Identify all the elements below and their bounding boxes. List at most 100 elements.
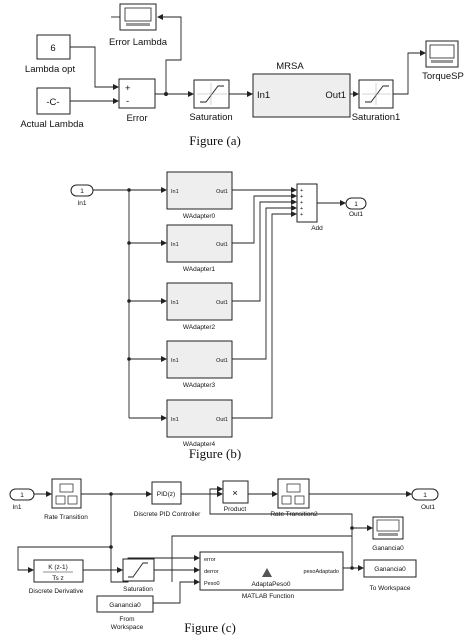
scope-ganancia[interactable] [372,516,404,540]
adapter-out-port: Out1 [216,189,228,195]
wire-error-to-derivative [17,494,112,573]
wadapter-label: WAdapter0 [183,213,216,220]
wire-adapter4-to-add [232,211,297,419]
pid-block-text: PID(z) [157,491,175,498]
wadapter-label: WAdapter3 [183,382,216,389]
saturation-block-a[interactable] [193,79,230,109]
sum-error-label: Error [126,113,147,124]
saturation-block-c[interactable] [122,558,155,582]
wire-adapter1-to-add [232,193,297,244]
fn-input-derror: derror [204,569,219,575]
derivative-denominator: Ts z [52,575,64,582]
product-label: Product [224,506,247,513]
svg-text:+: + [300,206,303,212]
fn-name: AdaptaPeso0 [251,581,290,588]
figure-a: Error Lambda 6 Lambda opt -C- Actual Lam… [20,3,464,148]
outport-b-label: Out1 [349,211,363,218]
wadapter-block[interactable]: In1 Out1 [166,171,233,210]
pid-label: Discrete PID Controller [134,511,201,518]
adapter-in-port: In1 [171,417,179,423]
rate-transition2-label: Rate Transition2 [270,511,318,518]
add-block[interactable]: + + + + + [296,183,318,223]
saturation1-block[interactable] [358,79,394,109]
figure-a-caption: Figure (a) [189,133,241,148]
wadapter-block[interactable]: In1 Out1 [166,399,233,438]
adapter-in-port: In1 [171,242,179,248]
from-workspace-label-1: From [119,616,134,623]
constant-lambda-opt-value: 6 [50,43,55,54]
outport-c-label: Out1 [421,504,435,511]
figure-c: 1 In1 Rate Transition PID(z) Discrete PI… [9,478,439,635]
sum-error[interactable]: + - [118,78,156,109]
derivative-numerator: K (z-1) [48,564,68,571]
wire-lambda-opt-to-sum [70,46,119,90]
inport-b-number: 1 [80,188,84,195]
svg-text:+: + [300,188,303,194]
to-workspace-label: To Workspace [369,585,410,592]
from-workspace-label-2: Workspace [111,624,144,631]
figure-b: 1 In1 + + + + + Add [70,171,367,461]
wadapter-block[interactable]: In1 Out1 [166,282,233,321]
wadapter-label: WAdapter2 [183,324,216,331]
fn-output-peso-adaptado: pesoAdaptado [304,569,339,575]
adapter-in-port: In1 [171,300,179,306]
matlab-function-block[interactable]: error derror Peso0 pesoAdaptado AdaptaPe… [199,551,344,591]
wire-adapter3-to-add [232,205,297,360]
constant-lambda-opt-label: Lambda opt [25,64,76,75]
saturation-a-label: Saturation [189,112,232,123]
scope-torque-sp[interactable] [425,40,459,68]
from-workspace-block[interactable]: Ganancia0 [96,595,154,613]
outport-c-number: 1 [423,492,427,499]
rate-transition-block[interactable] [51,478,82,509]
discrete-derivative-block[interactable]: K (z-1) Ts z [33,559,84,583]
mrsa-in-port: In1 [257,90,270,101]
product-block[interactable]: × [222,480,249,504]
wadapter-block[interactable]: In1 Out1 [166,224,233,263]
inport-in1-c[interactable]: 1 [9,488,35,501]
outport-out1-b[interactable]: 1 [345,197,367,210]
saturation1-label: Saturation1 [352,112,401,123]
inport-c-number: 1 [20,492,24,499]
scope-error-lambda-label: Error Lambda [109,37,168,48]
constant-actual-lambda[interactable]: -C- [36,87,71,115]
to-workspace-value: Ganancia0 [374,566,406,573]
scope-ganancia-label: Ganancia0 [372,545,404,552]
branch-point [164,92,168,96]
wire-gain-to-product [209,486,353,528]
figure-c-caption: Figure (c) [184,620,236,635]
wire-saturation1-to-torque [393,50,426,95]
svg-text:+: + [300,194,303,200]
adapter-in-port: In1 [171,358,179,364]
from-workspace-value: Ganancia0 [109,602,141,609]
outport-b-number: 1 [354,201,358,208]
matlab-function-label: MATLAB Function [242,593,295,600]
scope-torque-sp-label: TorqueSP [422,71,464,82]
constant-actual-lambda-label: Actual Lambda [20,119,84,130]
wire-adapter2-to-add [232,199,297,302]
fn-input-peso: Peso0 [204,581,220,587]
inport-in1-b[interactable]: 1 [70,184,94,197]
figure-b-caption: Figure (b) [189,446,241,461]
mrsa-title: MRSA [276,61,304,72]
wadapter-block[interactable]: In1 Out1 [166,340,233,379]
adapter-out-port: Out1 [216,358,228,364]
mrsa-out-port: Out1 [325,90,346,101]
add-label: Add [311,225,323,232]
sum-minus-sign: - [126,96,129,107]
adapter-out-port: Out1 [216,300,228,306]
wire-sum-to-error-scope [157,14,182,94]
mrsa-subsystem[interactable]: In1 Out1 [252,73,351,118]
wadapter-label: WAdapter1 [183,266,216,273]
outport-out1-c[interactable]: 1 [411,488,439,501]
constant-actual-lambda-value: -C- [46,97,59,108]
constant-lambda-opt[interactable]: 6 [36,34,71,60]
wire-feedback-peso [171,535,352,582]
adapter-out-port: Out1 [216,417,228,423]
inport-b-label: In1 [77,200,86,207]
pid-controller-block[interactable]: PID(z) [151,481,182,505]
rate-transition2-block[interactable] [277,478,310,509]
scope-error-lambda[interactable] [111,3,157,31]
to-workspace-block[interactable]: Ganancia0 [363,559,417,578]
rate-transition-label: Rate Transition [44,514,88,521]
